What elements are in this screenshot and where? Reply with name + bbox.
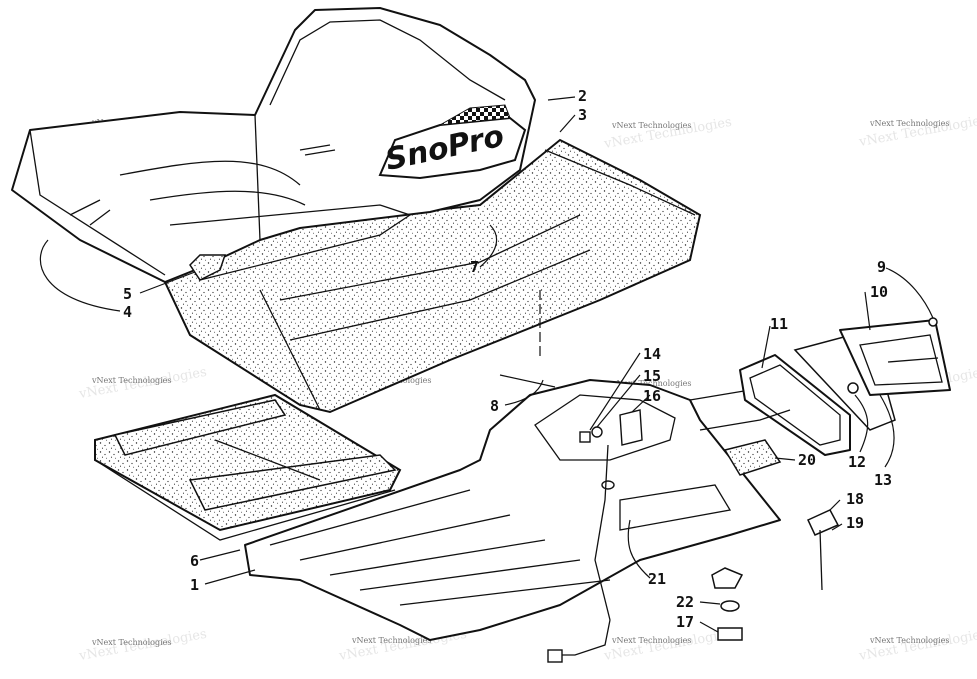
callout-7: 7 [470, 258, 479, 276]
callout-19: 19 [846, 514, 864, 532]
callout-2: 2 [578, 87, 587, 105]
callout-labels: 2 3 5 4 7 8 6 1 9 10 11 12 13 14 15 16 2… [123, 87, 892, 631]
seat-base [163, 138, 702, 414]
callout-5: 5 [123, 285, 132, 303]
callout-14: 14 [643, 345, 661, 363]
callout-16: 16 [643, 387, 661, 405]
watermark: vNext Technologies [91, 638, 171, 647]
callout-4: 4 [123, 303, 132, 321]
callout-8: 8 [490, 397, 499, 415]
callout-21: 21 [648, 570, 666, 588]
callout-11: 11 [770, 315, 788, 333]
watermark: vNext Technologies [91, 376, 171, 385]
seat-frame [244, 379, 791, 641]
watermark: vNext Technologies [869, 636, 949, 645]
callout-12: 12 [848, 453, 866, 471]
callout-18: 18 [846, 490, 864, 508]
callout-22: 22 [676, 593, 694, 611]
watermark: vNext Technologies [611, 379, 691, 388]
callout-15: 15 [643, 367, 661, 385]
leader-lines [39, 96, 934, 633]
callout-6: 6 [190, 552, 199, 570]
callout-17: 17 [676, 613, 694, 631]
callout-1: 1 [190, 576, 199, 594]
hardware [499, 290, 840, 663]
callout-20: 20 [798, 451, 816, 469]
seat-cushion [11, 7, 536, 283]
callout-10: 10 [870, 283, 888, 301]
watermark: vNext Technologies [869, 119, 949, 128]
watermark: vNext Technologies [611, 121, 691, 130]
taillight-assembly [699, 317, 951, 456]
callout-9: 9 [877, 258, 886, 276]
watermark-ghost: vNext Technologies [602, 627, 733, 664]
watermark: vNext Technologies [351, 636, 431, 645]
foam-block [94, 393, 402, 541]
watermark: vNext Technologies [611, 636, 691, 645]
callout-13: 13 [874, 471, 892, 489]
watermark-ghost: vNext Technologies [857, 627, 977, 664]
callout-3: 3 [578, 106, 587, 124]
